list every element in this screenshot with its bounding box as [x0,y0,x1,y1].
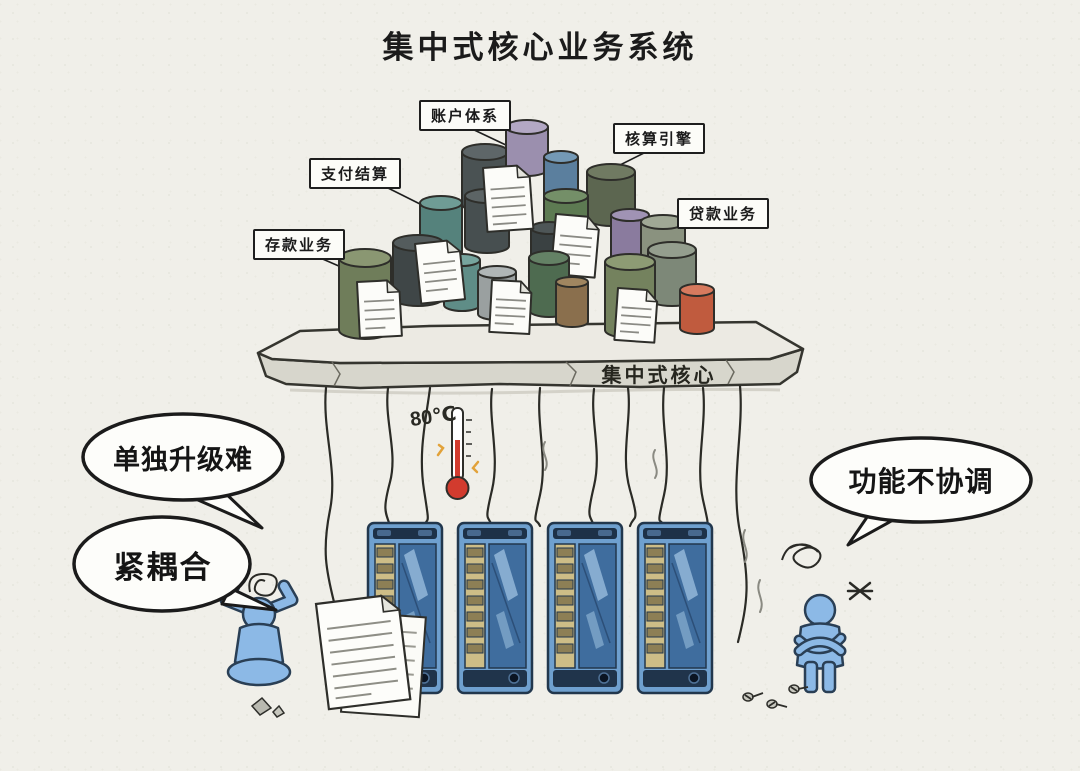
label-account-system: 账户体系 [419,100,512,131]
loose-screws [742,684,809,709]
label-accounting-engine: 核算引擎 [613,123,706,154]
speech-bubble-coordination-text: 功能不协调 [848,466,994,497]
diagram-title: 集中式核心业务系统 [382,30,698,65]
person-right-angry [781,543,874,694]
platform-label: 集中式核心 [601,365,717,387]
server-rack [546,521,624,695]
label-loan-business: 贷款业务 [677,198,770,229]
paper-sheet [356,279,403,339]
label-deposit-business: 存款业务 [253,229,346,260]
tangle-scribble-icon [781,543,822,569]
server-rack [636,521,714,695]
speech-bubble-upgrade-text: 单独升级难 [113,444,253,475]
server-rack [456,521,534,695]
dizzy-scribble-icon [248,572,278,597]
speech-bubble-upgrade [81,412,285,530]
thermometer [436,407,480,500]
cylinder-stack [338,119,715,344]
documents-pile [250,594,427,719]
speech-bubble-coordination [809,436,1033,547]
heat-wisps [542,441,763,613]
speech-bubble-coupling [72,515,278,613]
paper-sheet [613,287,659,344]
label-payment-settlement: 支付结算 [309,158,402,189]
paper-sheet [414,239,467,305]
pebble [250,696,273,716]
paper-sheet [482,164,535,233]
pebble [271,704,286,718]
paper-sheet [488,279,533,336]
anger-mark-icon [846,581,874,601]
speech-bubble-coupling-text: 紧耦合 [113,549,213,585]
